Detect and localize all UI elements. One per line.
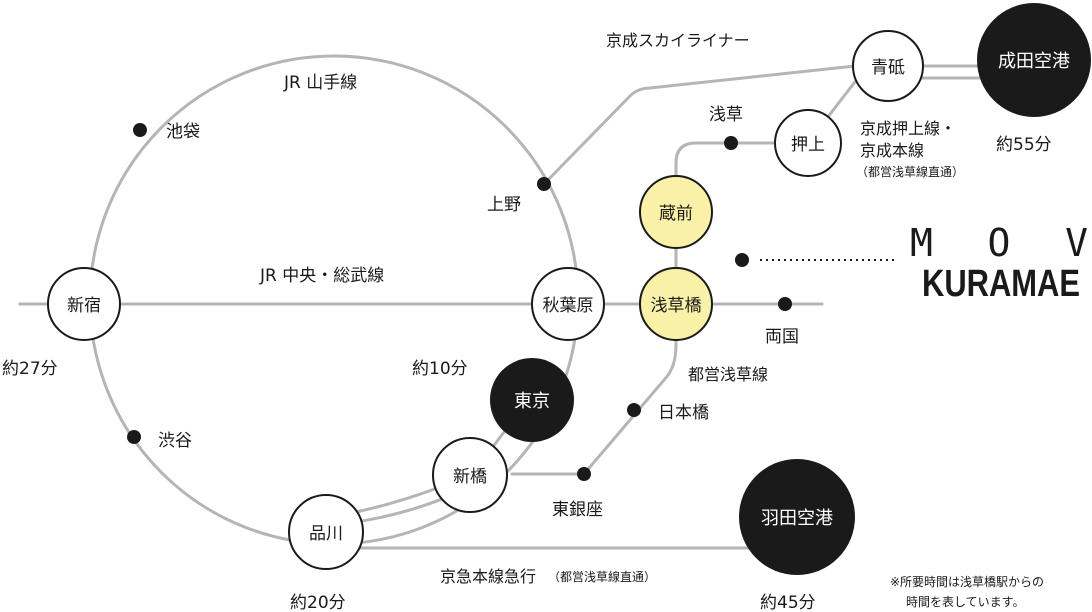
time-narita: 約55分 [996, 135, 1052, 155]
station-asakusabashi [639, 267, 713, 341]
station-asakusabashi-label: 浅草橋 [651, 296, 702, 316]
station-akihabara [531, 267, 605, 341]
toei-asakusa-line-label: 都営浅草線 [688, 365, 768, 384]
station-akihabara-label: 秋葉原 [543, 296, 594, 316]
footnote-line-1: ※所要時間は浅草橋駅からの [890, 575, 1044, 589]
station-tokyo [490, 358, 574, 442]
skyliner-line-label: 京成スカイライナー [606, 31, 750, 50]
major-stations: 新宿 秋葉原 浅草橋 蔵前 押上 青砥 成田空港 東京 新橋 品川 羽田空港 [47, 3, 1091, 575]
station-oshiage [774, 109, 842, 177]
station-haneda [739, 459, 855, 575]
oshiage-line-label-2: 京成本線 [860, 141, 924, 160]
line-labels: JR 山手線 JR 中央・総武線 京成スカイライナー 京成押上線・ 京成本線 （… [259, 31, 964, 586]
time-shinagawa: 約20分 [290, 593, 346, 612]
oshiage-line-label-3: （都営浅草線直通） [856, 164, 964, 179]
station-kuramae [639, 175, 713, 249]
station-shinagawa-label: 品川 [309, 524, 343, 544]
station-shinjuku [47, 267, 121, 341]
shibuya-label: 渋谷 [158, 431, 192, 451]
yamanote-line-label: JR 山手線 [283, 73, 357, 93]
travel-times: 約27分 約10分 約55分 約20分 約45分 [2, 135, 1052, 612]
station-shinagawa [288, 494, 364, 570]
toei-asakusa-line [510, 334, 678, 476]
higashiginza-label: 東銀座 [552, 500, 603, 520]
asakusa-dot [724, 136, 738, 150]
nihonbashi-dot [627, 403, 641, 417]
shibuya-dot [127, 430, 141, 444]
nihonbashi-label: 日本橋 [658, 403, 709, 423]
time-shinjuku: 約27分 [2, 359, 58, 379]
minor-station-labels: 池袋 上野 渋谷 浅草 両国 日本橋 東銀座 [158, 105, 799, 520]
ikebukuro-label: 池袋 [166, 122, 200, 142]
keikyu-line-note: （都営浅草線直通） [548, 569, 656, 584]
ikebukuro-dot [133, 123, 147, 137]
oshiage-line-label-1: 京成押上線・ [860, 119, 956, 138]
station-haneda-label: 羽田空港 [761, 508, 833, 529]
time-haneda: 約45分 [760, 593, 816, 612]
ueno-dot [537, 177, 551, 191]
station-shinbashi-label: 新橋 [453, 467, 487, 487]
skyliner-line [542, 64, 857, 186]
footnote-line-2: 時間を表しています。 [906, 595, 1024, 609]
brand-top: M O V [910, 221, 1088, 265]
station-narita-label: 成田空港 [998, 51, 1070, 72]
ryogoku-dot [778, 297, 792, 311]
station-aoto-label: 青砥 [871, 58, 905, 78]
time-tokyo: 約10分 [412, 359, 468, 379]
footnote: ※所要時間は浅草橋駅からの 時間を表しています。 [890, 575, 1044, 609]
station-tokyo-label: 東京 [514, 391, 550, 412]
keikyu-line-label: 京急本線急行 [440, 567, 536, 586]
higashiginza-dot [577, 467, 591, 481]
asakusa-label: 浅草 [709, 105, 743, 125]
chuo-sobu-line-label: JR 中央・総武線 [259, 266, 384, 286]
mov-kuramae-logo: M O V KURAMAE [910, 221, 1088, 305]
ryogoku-label: 両国 [765, 327, 799, 347]
mov-location-dot [735, 253, 749, 267]
station-narita [977, 3, 1091, 117]
station-aoto [852, 30, 924, 102]
station-shinjuku-label: 新宿 [67, 296, 101, 316]
station-kuramae-label: 蔵前 [659, 204, 693, 224]
station-shinbashi [432, 437, 508, 513]
ueno-label: 上野 [487, 195, 521, 215]
station-oshiage-label: 押上 [791, 135, 825, 155]
minor-station-dots [127, 123, 792, 481]
brand-bottom: KURAMAE [922, 263, 1080, 305]
asakusa-branch-line [674, 141, 780, 207]
